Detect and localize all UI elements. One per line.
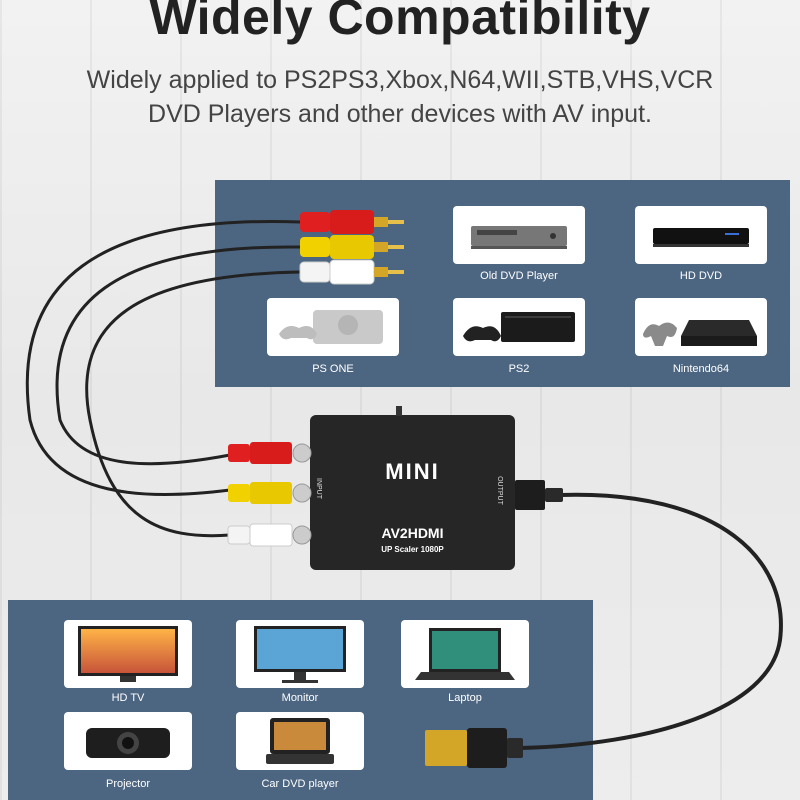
laptop-tile [401, 620, 529, 688]
dvd-player-icon [471, 226, 567, 249]
car-dvd-player-icon [266, 718, 334, 764]
ps-one-console-icon [279, 310, 383, 344]
subtitle-line-2: DVD Players and other devices with AV in… [148, 100, 652, 128]
hd-tv-label: HD TV [111, 692, 145, 704]
projector-tile [64, 712, 192, 770]
nintendo64-tile [635, 298, 767, 356]
converter-spec: UP Scaler 1080P [381, 545, 444, 554]
ps2-label: PS2 [508, 363, 530, 375]
laptop-icon [415, 628, 515, 680]
ps-one-label: PS ONE [312, 363, 354, 375]
laptop-label: Laptop [448, 692, 482, 704]
output-label: OUTPUT [495, 476, 503, 505]
av2hdmi-converter: MINI AV2HDMI UP Scaler 1080P INPUT OUTPU… [310, 415, 515, 570]
nintendo64-console-icon [643, 320, 757, 346]
hd-dvd-tile [635, 206, 767, 264]
monitor-icon [254, 626, 346, 683]
old-dvd-player-tile [453, 206, 585, 264]
output-devices-panel: HD TV Monitor Laptop Projector Ca [8, 600, 593, 800]
converter-model: AV2HDMI [381, 525, 444, 541]
headline: Widely Compatibility [149, 0, 651, 45]
ps2-console-icon [463, 312, 575, 342]
projector-label: Projector [105, 778, 151, 790]
converter-power-port [396, 406, 402, 416]
old-dvd-player-label: Old DVD Player [480, 270, 558, 282]
monitor-tile [236, 620, 364, 688]
car-dvd-player-tile [236, 712, 364, 770]
car-dvd-player-label: Car DVD player [261, 778, 339, 790]
input-devices-panel: Old DVD Player HD DVD PS ONE PS2 Nintend [215, 180, 790, 387]
ps2-tile [453, 298, 585, 356]
hd-dvd-icon [653, 228, 749, 247]
hd-tv-tile [64, 620, 192, 688]
monitor-label: Monitor [281, 692, 319, 704]
input-label: INPUT [315, 478, 322, 499]
hd-dvd-label: HD DVD [679, 270, 723, 282]
converter-brand: MINI [385, 459, 440, 484]
nintendo64-label: Nintendo64 [672, 363, 730, 375]
hdtv-icon [78, 626, 178, 682]
projector-icon [86, 728, 170, 758]
ps-one-tile [267, 298, 399, 356]
subtitle-line-1: Widely applied to PS2PS3,Xbox,N64,WII,ST… [86, 66, 714, 94]
